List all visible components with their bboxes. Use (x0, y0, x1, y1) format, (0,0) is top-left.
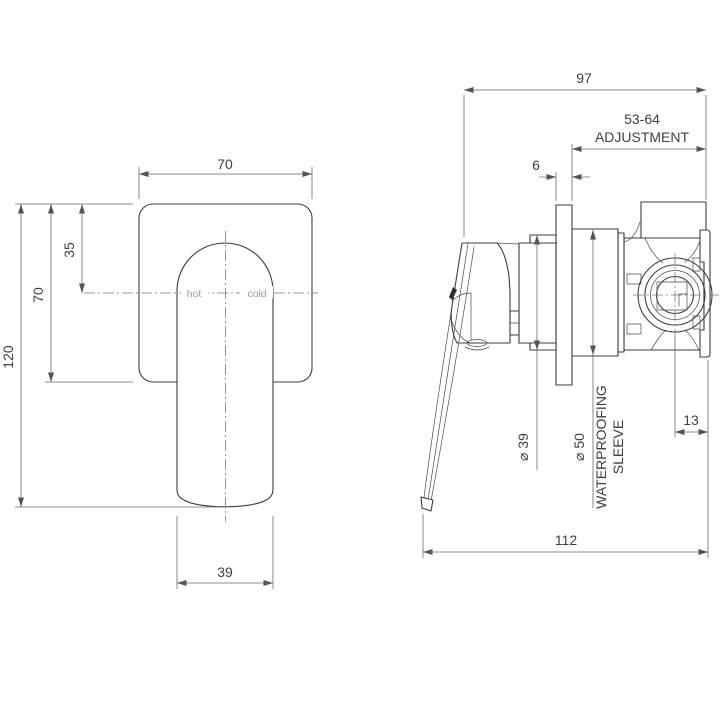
dim-side-overall-depth: 97 (576, 70, 592, 86)
dim-front-handle-offset: 35 (61, 242, 77, 258)
dim-side-sleeve-diameter: ⌀ 50 (571, 433, 587, 461)
valve-body-top-block (640, 201, 707, 239)
flange-plate (555, 204, 573, 386)
side-dimensions: 97 53-64 ADJUSTMENT 6 ⌀ 39 ⌀ 50 WATERPRO… (422, 70, 709, 558)
dim-front-overall-height: 120 (0, 345, 16, 369)
dim-front-plate-width: 70 (217, 156, 233, 172)
body-clip-upper (626, 273, 642, 285)
spline-square (656, 281, 688, 311)
front-dimensions: 70 35 70 120 39 (0, 156, 313, 589)
label-adjustment: ADJUSTMENT (595, 129, 690, 145)
cold-label: cold (247, 288, 266, 300)
dim-side-body-offset: 13 (683, 412, 699, 428)
handle-hub (450, 242, 511, 344)
lever-tip-cap (420, 496, 434, 512)
cold-label-mask (240, 286, 273, 298)
spindle-neck (518, 242, 557, 344)
hot-label: hot (187, 288, 202, 300)
front-view: hot cold 70 35 70 120 39 (0, 156, 318, 589)
body-clip-lower (626, 323, 642, 335)
dim-side-spindle-diameter: ⌀ 39 (515, 433, 531, 461)
hub-chamfer-line (496, 242, 520, 245)
handle-front-outline (176, 242, 274, 508)
lever-inner-edge (430, 246, 475, 502)
dim-side-adjustment-range: 53-64 (624, 111, 660, 127)
body-fillet-top-left (644, 237, 664, 264)
valve-body (623, 237, 705, 351)
hub-underside-curve (449, 315, 472, 344)
hot-label-mask (181, 286, 208, 298)
dim-front-handle-width: 39 (217, 564, 233, 580)
spline-notch (678, 293, 688, 307)
hub-grip-recess (451, 292, 472, 341)
dim-side-overall-width: 112 (555, 532, 578, 548)
hub-screw-cap (466, 339, 488, 347)
body-neck-fillet (623, 221, 641, 243)
side-view: 97 53-64 ADJUSTMENT 6 ⌀ 39 ⌀ 50 WATERPRO… (420, 70, 719, 558)
lever-edge-mark (449, 287, 457, 300)
dim-side-flange-thickness: 6 (532, 157, 540, 173)
sleeve-cap-ring (617, 232, 625, 353)
bracket-hook-upper (692, 257, 701, 272)
waterproofing-sleeve (571, 228, 619, 357)
label-sleeve: SLEEVE (610, 420, 626, 474)
lever-mid-edge (427, 243, 469, 501)
lever-outer-edge (423, 242, 463, 499)
hub-screw-dish (464, 346, 490, 351)
label-waterproofing: WATERPROOFING (593, 385, 609, 509)
body-fillet-bottom-right (684, 329, 700, 351)
dim-front-plate-height: 70 (30, 287, 46, 303)
